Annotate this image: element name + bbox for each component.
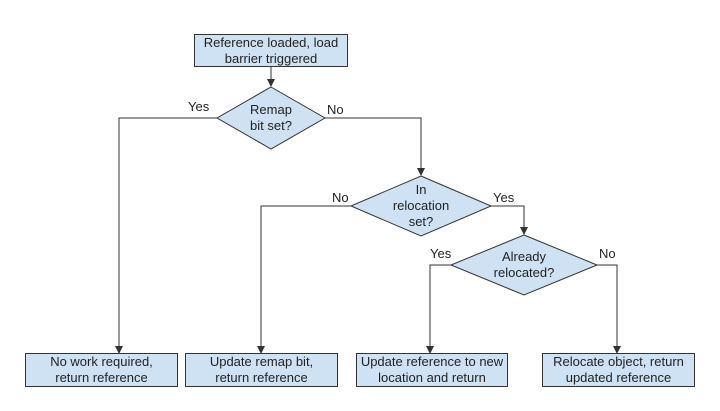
edge-label-relocation-no: No bbox=[332, 190, 349, 205]
edge-relocation-yes bbox=[491, 205, 528, 235]
decision-already-text: Already relocated? bbox=[493, 249, 555, 280]
start-box: Reference loaded, load barrier triggered bbox=[194, 34, 348, 67]
outcome-update-remap-box: Update remap bit, return reference bbox=[185, 353, 338, 387]
decision-already-shape bbox=[449, 234, 599, 296]
edge-remap-no bbox=[325, 117, 425, 176]
edge-already-no bbox=[597, 264, 621, 354]
edge-relocation-no bbox=[257, 205, 351, 354]
edge-label-already-no: No bbox=[599, 246, 616, 261]
edge-already-yes bbox=[426, 264, 451, 354]
decision-remap-shape bbox=[215, 86, 327, 150]
decision-relocation-shape bbox=[349, 175, 493, 237]
edge-remap-yes bbox=[115, 117, 217, 354]
edge-label-relocation-yes: Yes bbox=[493, 190, 515, 205]
outcome-update-reference-box: Update reference to new location and ret… bbox=[356, 353, 508, 387]
edge-label-remap-yes: Yes bbox=[188, 99, 210, 114]
decision-relocation-text: In relocation set? bbox=[392, 182, 450, 229]
outcome-no-work-box: No work required, return reference bbox=[25, 353, 178, 387]
edge-label-already-yes: Yes bbox=[430, 246, 452, 261]
decision-remap-text: Remap bit set? bbox=[250, 102, 292, 133]
outcome-relocate-box: Relocate object, return updated referenc… bbox=[542, 353, 695, 387]
edge-label-remap-no: No bbox=[327, 102, 344, 117]
